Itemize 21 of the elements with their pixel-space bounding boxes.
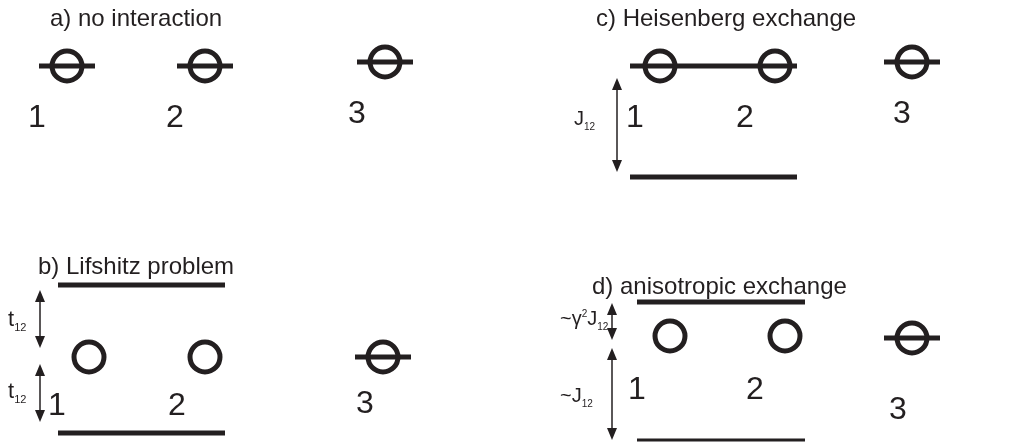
site-number: 1 xyxy=(626,100,644,132)
site-number: 3 xyxy=(889,392,907,424)
site-number: 1 xyxy=(28,100,46,132)
panel-title: b) Lifshitz problem xyxy=(38,254,235,278)
panel-title: d) anisotropic exchange xyxy=(592,274,847,298)
exchange-label: ~γ$^{2}$J$_{12}$ xyxy=(560,308,609,332)
exchange-label: ~J$_{12}$ xyxy=(560,385,593,409)
site-number: 2 xyxy=(166,100,184,132)
hopping-label: t$_{12}$ xyxy=(8,308,27,334)
hopping-label: t$_{12}$ xyxy=(8,380,27,406)
panel-title: a) no interaction xyxy=(50,6,223,30)
site-number: 2 xyxy=(736,100,754,132)
site-number: 2 xyxy=(746,372,764,404)
panel-title: c) Heisenberg exchange xyxy=(596,6,857,30)
site-number: 1 xyxy=(48,388,66,420)
site-number: 3 xyxy=(893,96,911,128)
site-number: 2 xyxy=(168,388,186,420)
site-number: 1 xyxy=(628,372,646,404)
site-number: 3 xyxy=(356,386,374,418)
exchange-label: J$_{12}$ xyxy=(574,108,596,132)
site-number: 3 xyxy=(348,96,366,128)
